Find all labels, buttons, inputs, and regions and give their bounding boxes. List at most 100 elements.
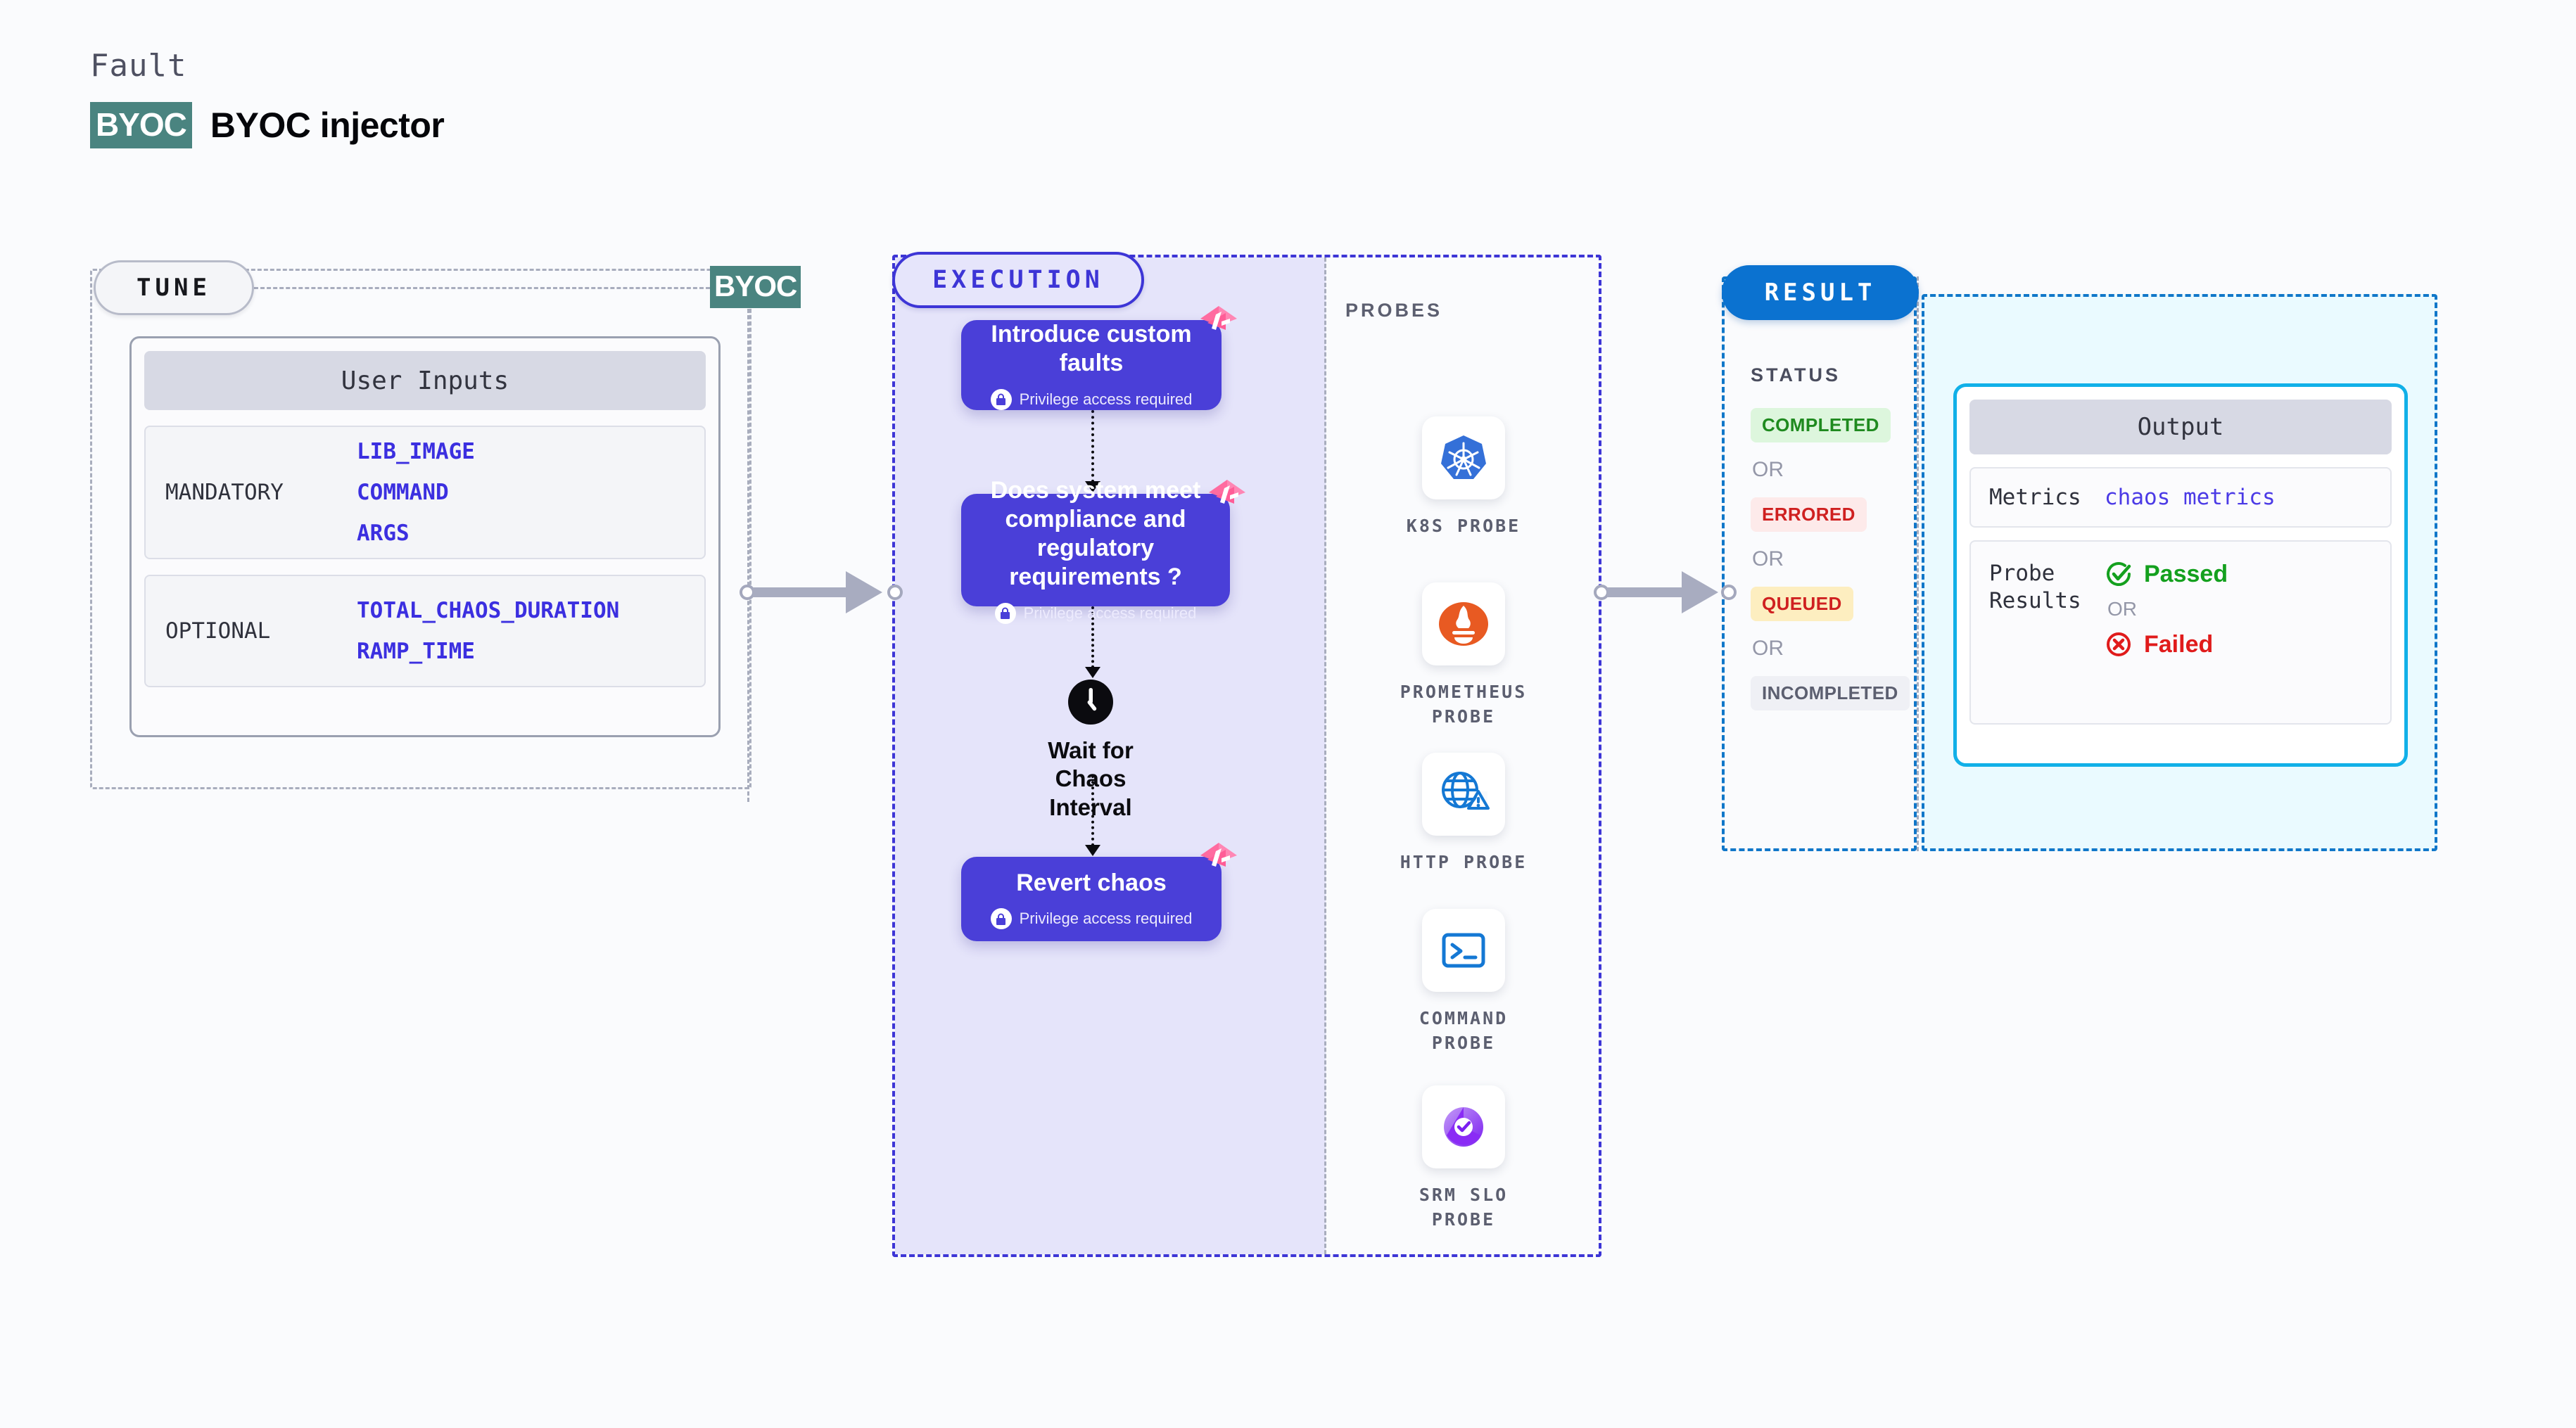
probe-prometheus[interactable]: PROMETHEUS PROBE xyxy=(1383,582,1544,729)
flow-line xyxy=(1091,606,1094,668)
probe-verdict-list: Passed OR Failed xyxy=(2105,560,2228,658)
probes-section-label: PROBES xyxy=(1345,300,1443,321)
node-title: Revert chaos xyxy=(1016,869,1167,896)
node-privilege-text: Privilege access required xyxy=(1023,604,1197,622)
probe-label: SRM SLO PROBE xyxy=(1419,1185,1509,1230)
x-circle-icon xyxy=(2107,632,2131,656)
node-privilege-note: Privilege access required xyxy=(990,388,1193,410)
page-header: Fault BYOC BYOC injector xyxy=(90,48,445,148)
terminal-icon xyxy=(1422,909,1505,992)
prometheus-icon xyxy=(1422,582,1505,665)
page-kicker: Fault xyxy=(90,48,187,84)
param-total-chaos-duration[interactable]: TOTAL_CHAOS_DURATION xyxy=(357,598,620,623)
status-badge-completed: COMPLETED xyxy=(1751,408,1891,442)
node-privilege-note: Privilege access required xyxy=(994,602,1197,624)
probe-http[interactable]: HTTP PROBE xyxy=(1383,753,1544,874)
harness-logo-icon xyxy=(1209,480,1245,504)
lock-icon xyxy=(990,388,1012,410)
node-privilege-text: Privilege access required xyxy=(1019,910,1193,928)
param-list: TOTAL_CHAOS_DURATION RAMP_TIME xyxy=(357,598,619,664)
or-separator: OR xyxy=(1752,458,1784,481)
status-badge-queued: QUEUED xyxy=(1751,587,1853,621)
param-ramp-time[interactable]: RAMP_TIME xyxy=(357,639,475,664)
title-row: BYOC BYOC injector xyxy=(90,102,445,148)
tune-dashed-connector xyxy=(254,287,710,289)
probe-label: HTTP PROBE xyxy=(1400,852,1528,872)
param-group-kind: OPTIONAL xyxy=(165,618,271,644)
param-list: LIB_IMAGE COMMAND ARGS xyxy=(357,439,475,546)
flow-line xyxy=(1091,410,1094,483)
verdict-failed-text: Failed xyxy=(2144,630,2214,658)
harness-logo-icon xyxy=(1200,306,1237,330)
flow-arrowhead xyxy=(1085,667,1100,678)
byoc-vertical-divider xyxy=(747,302,749,802)
page-title: BYOC injector xyxy=(210,106,445,145)
output-metrics-value[interactable]: chaos metrics xyxy=(2105,485,2276,510)
output-card: Output Metrics chaos metrics Probe Resul… xyxy=(1953,383,2408,767)
result-pill-label[interactable]: RESULT xyxy=(1722,265,1919,320)
kubernetes-icon xyxy=(1422,416,1505,499)
node-title: Does system meet compliance and regulato… xyxy=(990,477,1201,590)
node-revert-chaos[interactable]: Revert chaos Privilege access required xyxy=(961,843,1237,941)
flow-arrowhead xyxy=(1085,845,1100,856)
node-privilege-text: Privilege access required xyxy=(1019,390,1193,408)
check-circle-icon xyxy=(2107,562,2131,586)
execution-probes-section xyxy=(892,255,1601,1257)
status-badge-errored: ERRORED xyxy=(1751,497,1867,532)
lock-icon xyxy=(990,908,1012,930)
param-lib-image[interactable]: LIB_IMAGE xyxy=(357,439,475,464)
execution-background xyxy=(895,257,1326,1254)
byoc-inline-tag: BYOC xyxy=(710,266,801,308)
param-group-optional: OPTIONAL TOTAL_CHAOS_DURATION RAMP_TIME xyxy=(144,575,706,687)
connector-end-dot xyxy=(887,585,903,600)
result-output-divider xyxy=(1917,276,1919,851)
probe-label: COMMAND PROBE xyxy=(1419,1008,1509,1053)
flow-arrowhead xyxy=(1085,481,1100,492)
clock-icon xyxy=(1068,680,1113,725)
node-introduce-custom-faults[interactable]: Introduce custom faults Privilege access… xyxy=(961,306,1237,410)
execution-probes-divider xyxy=(1324,257,1326,1254)
verdict-or-separator: OR xyxy=(2107,598,2137,620)
param-command[interactable]: COMMAND xyxy=(357,480,449,505)
output-metrics-key: Metrics xyxy=(1989,484,2081,510)
probe-label: K8S PROBE xyxy=(1406,516,1521,536)
probe-command[interactable]: COMMAND PROBE xyxy=(1383,909,1544,1055)
byoc-badge: BYOC xyxy=(90,102,192,148)
http-globe-icon xyxy=(1422,753,1505,836)
connector-line xyxy=(1607,587,1684,597)
connector-arrowhead xyxy=(1682,571,1718,613)
node-privilege-note: Privilege access required xyxy=(990,908,1193,930)
tune-section xyxy=(90,269,751,789)
verdict-passed: Passed xyxy=(2105,560,2228,588)
connector-end-dot xyxy=(1721,585,1737,600)
harness-logo-icon xyxy=(1200,843,1237,867)
or-separator: OR xyxy=(1752,637,1784,660)
flow-line xyxy=(1091,775,1094,846)
lock-icon xyxy=(994,602,1016,624)
connector-arrowhead xyxy=(846,571,882,613)
param-group-kind: MANDATORY xyxy=(165,480,284,505)
probe-label: PROMETHEUS PROBE xyxy=(1400,682,1528,727)
verdict-failed: Failed xyxy=(2105,630,2228,658)
output-probe-key: Probe Results xyxy=(1989,561,2081,613)
probe-srm-slo[interactable]: SRM SLO PROBE xyxy=(1383,1085,1544,1232)
param-args[interactable]: ARGS xyxy=(357,521,410,546)
execution-pill-label[interactable]: EXECUTION xyxy=(892,252,1144,308)
output-card-title: Output xyxy=(1969,400,2392,454)
or-separator: OR xyxy=(1752,547,1784,570)
node-compliance-check[interactable]: Does system meet compliance and regulato… xyxy=(961,477,1245,624)
status-list: COMPLETED OR ERRORED OR QUEUED OR INCOMP… xyxy=(1751,408,1910,710)
status-section-label: STATUS xyxy=(1751,364,1841,385)
status-badge-incompleted: INCOMPLETED xyxy=(1751,676,1910,710)
srm-slo-icon xyxy=(1422,1085,1505,1168)
node-wait-for-chaos-interval[interactable]: Wait for Chaos Interval xyxy=(1020,679,1161,822)
output-row-metrics: Metrics chaos metrics xyxy=(1969,467,2392,528)
param-group-mandatory: MANDATORY LIB_IMAGE COMMAND ARGS xyxy=(144,426,706,559)
connector-line xyxy=(753,587,849,597)
output-row-probe-results: Probe Results Passed OR Failed xyxy=(1969,540,2392,725)
wait-step-label: Wait for Chaos Interval xyxy=(1048,737,1134,820)
user-inputs-card: User Inputs MANDATORY LIB_IMAGE COMMAND … xyxy=(129,336,721,737)
tune-pill-label[interactable]: TUNE xyxy=(94,260,254,315)
probe-k8s[interactable]: K8S PROBE xyxy=(1383,416,1544,538)
verdict-passed-text: Passed xyxy=(2144,560,2228,587)
